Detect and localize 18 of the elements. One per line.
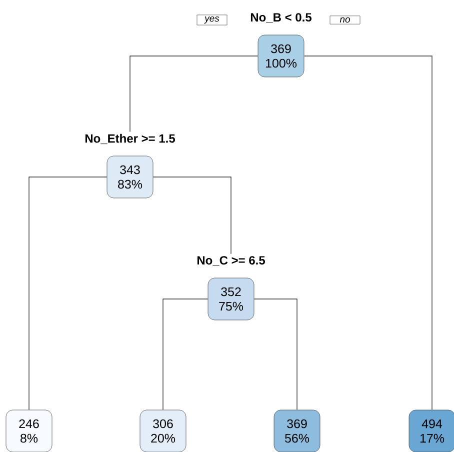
node-box: 343 83% (106, 156, 154, 198)
edge-label: no (330, 16, 360, 24)
node-box: 352 75% (208, 278, 254, 320)
node-box: 369 56% (274, 410, 320, 452)
node-box: 306 20% (140, 410, 186, 452)
edge-label: yes (196, 14, 228, 26)
branch-line (162, 298, 208, 410)
split-label: No_Ether >= 1.5 (85, 134, 175, 144)
node-box: 494 17% (408, 410, 454, 452)
branch-line (130, 56, 258, 132)
branch-line (254, 298, 298, 410)
node-box: 246 8% (6, 410, 52, 452)
branch-line (152, 176, 232, 254)
branch-line (304, 56, 432, 410)
split-label: No_C >= 6.5 (197, 256, 265, 266)
split-label: No_B < 0.5 (250, 13, 312, 23)
node-box: 369 100% (258, 34, 304, 78)
branch-line (28, 176, 108, 410)
